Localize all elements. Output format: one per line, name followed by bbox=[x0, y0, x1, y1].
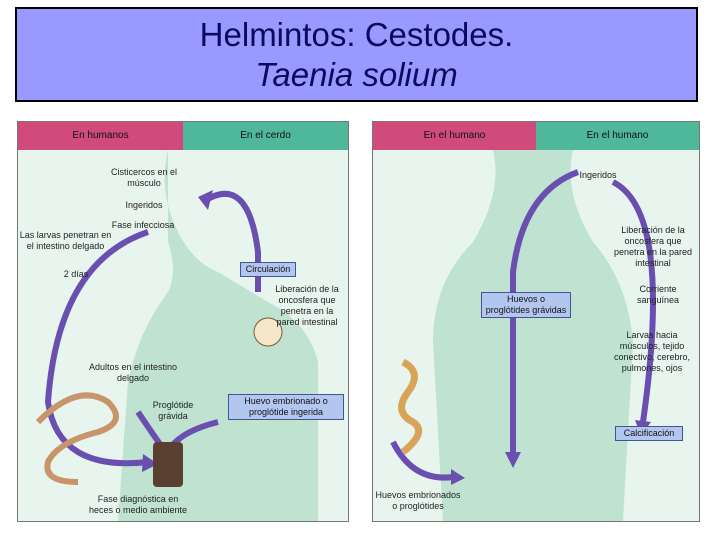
right-diagram-graphic bbox=[373, 122, 699, 521]
label-cisticercos: Cisticercos en el músculo bbox=[104, 167, 184, 189]
label-liberacion-r: Liberación de la oncosfera que penetra e… bbox=[611, 225, 695, 269]
label-larvas-r: Larvas hacia músculos, tejido conectivo,… bbox=[609, 330, 695, 374]
right-header-left: En el humano bbox=[373, 122, 536, 150]
label-corriente: Corriente sanguínea bbox=[623, 284, 693, 306]
right-header-right: En el humano bbox=[536, 122, 699, 150]
label-ingeridos-r: Ingeridos bbox=[573, 170, 623, 181]
proglottid-drawing bbox=[153, 442, 183, 487]
left-header-human: En humanos bbox=[18, 122, 183, 150]
label-fase-infecciosa: Fase infecciosa bbox=[108, 220, 178, 231]
label-liberacion: Liberación de la oncosfera que penetra e… bbox=[268, 284, 346, 328]
slide-subtitle: Taenia solium bbox=[17, 55, 696, 95]
label-calcificacion: Calcificación bbox=[615, 426, 683, 441]
left-lifecycle-panel: En humanos En el cerdo Cisticercos en el… bbox=[17, 121, 349, 522]
label-dos-dias: 2 días bbox=[56, 269, 96, 280]
right-lifecycle-panel: En el humano En el humano Ingeridos Libe… bbox=[372, 121, 700, 522]
label-huevos-embrionados: Huevos embrionados o proglótides bbox=[373, 490, 463, 512]
label-adultos: Adultos en el intestino delgado bbox=[88, 362, 178, 384]
label-fase-diagnostica: Fase diagnóstica en heces o medio ambien… bbox=[88, 494, 188, 516]
slide-title-box: Helmintos: Cestodes. Taenia solium bbox=[15, 7, 698, 102]
label-ingeridos: Ingeridos bbox=[114, 200, 174, 211]
label-circulacion: Circulación bbox=[240, 262, 296, 277]
label-proglotide: Proglótide grávida bbox=[143, 400, 203, 422]
label-larvas-penetran: Las larvas penetran en el intestino delg… bbox=[18, 230, 113, 252]
slide-title: Helmintos: Cestodes. bbox=[17, 15, 696, 55]
label-huevo-embrionado: Huevo embrionado o proglótide ingerida bbox=[228, 394, 344, 420]
left-header-pig: En el cerdo bbox=[183, 122, 348, 150]
label-huevos-proglotides: Huevos o proglótides grávidas bbox=[481, 292, 571, 318]
